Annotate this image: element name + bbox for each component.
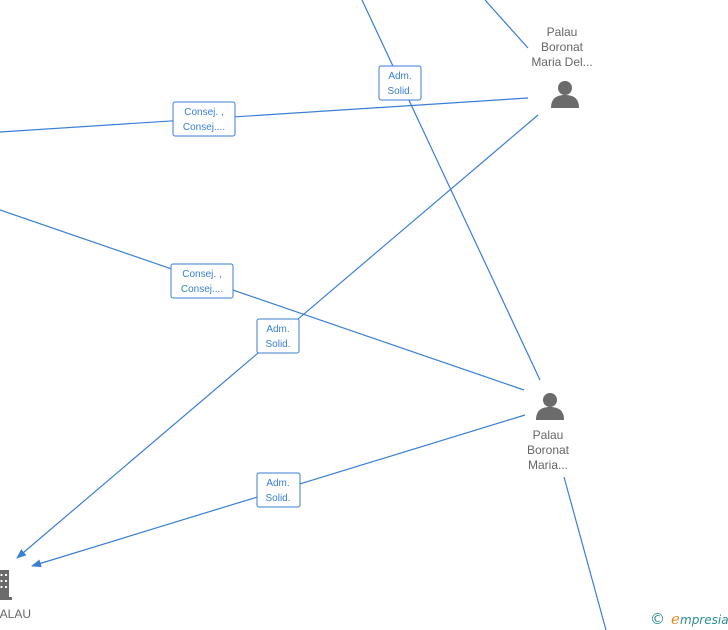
edge-label-line: Adm. — [388, 71, 411, 82]
node-label-line: Palau — [533, 428, 564, 442]
edges — [0, 0, 607, 630]
node-label-line: Palau — [547, 25, 578, 39]
node-label-line: Boronat — [541, 40, 584, 54]
edge-label-line: Solid. — [265, 493, 290, 504]
edge-label-left-consej: Consej. , Consej.... — [172, 101, 236, 137]
brand-initial: e — [671, 610, 680, 628]
edge-label-line: Consej. , — [184, 107, 223, 118]
watermark-logo: © e mpresia — [650, 610, 728, 628]
edge-label-low-adm: Adm. Solid. — [256, 472, 301, 508]
edge-label-line: Consej.... — [183, 122, 225, 133]
brand-name: mpresia — [680, 613, 728, 627]
company-node[interactable]: PALAU — [0, 570, 31, 621]
person-node-top[interactable]: Palau Boronat Maria Del... — [531, 25, 593, 108]
person-icon — [551, 81, 579, 108]
edge-label-line: Solid. — [265, 339, 290, 350]
person-node-mid[interactable]: Palau Boronat Maria... — [527, 393, 570, 472]
edge-label-mid-adm: Adm. Solid. — [256, 318, 300, 354]
person-icon — [536, 393, 564, 420]
edge-label-top-adm: Adm. Solid. — [378, 65, 422, 101]
building-icon — [0, 570, 12, 600]
edge-person-mid-to-bottom — [563, 476, 607, 630]
edge-top-to-person-mid — [361, 0, 541, 381]
edge-label-mid-consej: Consej. , Consej.... — [170, 263, 234, 299]
edge-label-line: Adm. — [266, 324, 289, 335]
node-label-line: Maria Del... — [531, 55, 592, 69]
edge-label-line: Adm. — [266, 478, 289, 489]
edge-left-to-person-top — [0, 97, 529, 133]
node-label-line: PALAU — [0, 607, 31, 621]
copyright-symbol: © — [650, 610, 665, 628]
edge-label-line: Solid. — [387, 86, 412, 97]
edge-label-line: Consej.... — [181, 284, 223, 295]
node-label-line: Maria... — [528, 458, 568, 472]
edge-left-to-person-mid — [0, 209, 525, 391]
edge-label-line: Consej. , — [182, 269, 221, 280]
edge-top-left-to-person-top — [484, 0, 529, 49]
node-label-line: Boronat — [527, 443, 570, 457]
